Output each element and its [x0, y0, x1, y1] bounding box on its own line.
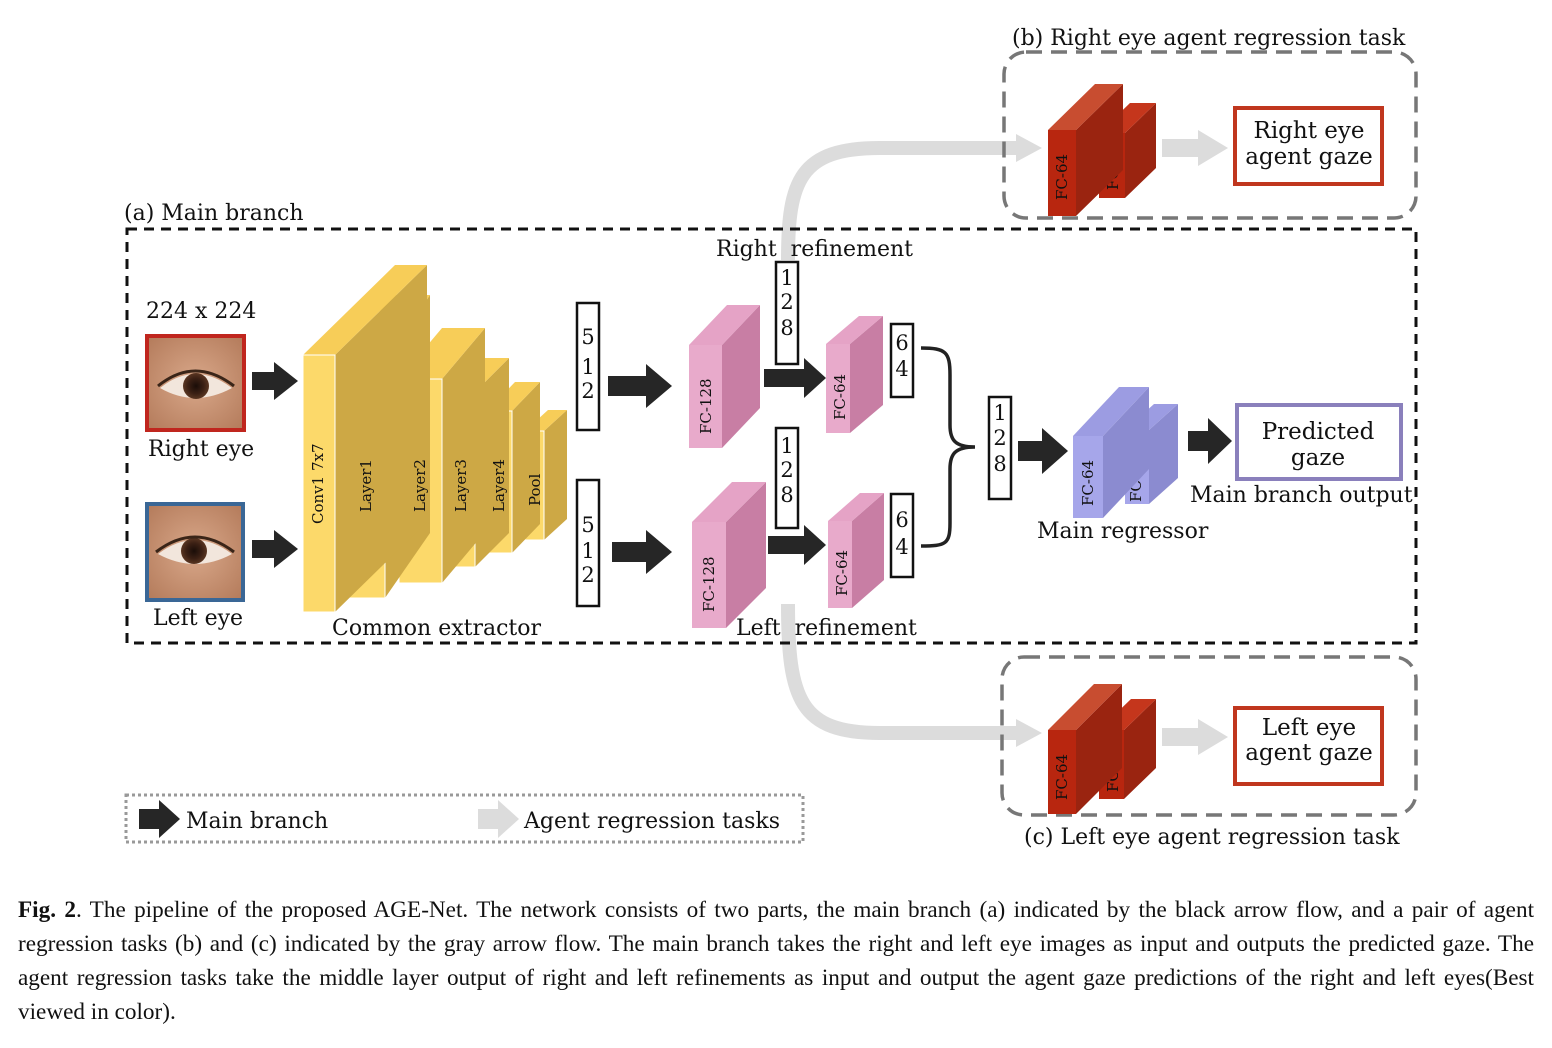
- svg-text:2: 2: [780, 458, 793, 482]
- left-eye-label: Left eye: [153, 606, 243, 631]
- svg-text:agent gaze: agent gaze: [1245, 144, 1373, 170]
- left-agent-gaze-box: Left eye agent gaze: [1233, 706, 1384, 786]
- main-arrow: [1188, 418, 1232, 464]
- svg-text:2: 2: [581, 563, 594, 587]
- svg-text:8: 8: [780, 483, 793, 507]
- fc64-left-agent-block: [1048, 684, 1122, 814]
- svg-text:1: 1: [581, 539, 594, 563]
- svg-text:4: 4: [895, 535, 908, 559]
- right-eye-image: [145, 334, 246, 432]
- input-size-label: 224 x 224: [146, 299, 256, 324]
- age-net-pipeline-diagram: (a) Main branch (b) Right eye agent regr…: [124, 26, 1418, 850]
- extractor-layer-label: Layer1: [357, 459, 375, 512]
- fc128-left-block: [692, 482, 766, 628]
- main-arrow: [252, 362, 298, 400]
- legend: Main branch Agent regression tasks: [124, 793, 805, 844]
- main-arrow: [608, 364, 672, 408]
- vector-512-right: 5 1 2: [575, 301, 601, 432]
- svg-text:5: 5: [581, 325, 594, 349]
- svg-text:5: 5: [581, 513, 594, 537]
- legend-main-branch-arrow: [139, 800, 180, 838]
- fc64-left-refinement-block: [828, 493, 884, 608]
- svg-text:8: 8: [780, 316, 793, 340]
- extractor-layer-label: Layer3: [452, 459, 470, 512]
- extractor-layer-label: Conv1 7x7: [309, 443, 327, 524]
- right-refinement-label: Right refinement: [716, 237, 913, 262]
- svg-text:1: 1: [581, 355, 594, 379]
- legend-agent-tasks-label: Agent regression tasks: [523, 809, 780, 834]
- extractor-layer-label: Pool: [526, 473, 544, 506]
- svg-text:Left eye: Left eye: [1262, 715, 1356, 741]
- main-arrow: [612, 530, 672, 574]
- svg-text:1: 1: [780, 266, 793, 290]
- svg-text:6: 6: [895, 331, 908, 355]
- fc64-label: FC-64: [831, 374, 849, 420]
- vector-128-concat: 1 2 8: [987, 395, 1013, 501]
- panel-c-title: (c) Left eye agent regression task: [1024, 825, 1400, 850]
- svg-text:4: 4: [895, 357, 908, 381]
- svg-text:Predicted: Predicted: [1262, 419, 1375, 445]
- extractor-layer-label: Layer4: [490, 459, 508, 512]
- svg-text:2: 2: [780, 290, 793, 314]
- main-branch-output-label: Main branch output: [1190, 483, 1413, 508]
- svg-text:1: 1: [780, 434, 793, 458]
- vector-64-left: 6 4: [889, 492, 915, 579]
- svg-text:Right eye: Right eye: [1254, 118, 1365, 144]
- fc64-label: FC-64: [833, 550, 851, 596]
- extractor-layer-label: Layer2: [411, 459, 429, 512]
- fc64-label: FC-64: [1079, 460, 1097, 506]
- right-agent-gaze-box: Right eye agent gaze: [1233, 106, 1384, 186]
- fc64-label: FC-64: [1053, 754, 1071, 800]
- panel-b-title: (b) Right eye agent regression task: [1012, 26, 1406, 51]
- concat-brace: [920, 346, 976, 548]
- main-regressor-label: Main regressor: [1037, 519, 1209, 544]
- left-eye-image: [145, 502, 245, 602]
- fc64-label: FC-64: [1053, 154, 1071, 200]
- legend-agent-arrow: [478, 800, 519, 838]
- main-arrow: [252, 530, 298, 568]
- common-extractor-label: Common extractor: [332, 616, 542, 641]
- vector-512-left: 5 1 2: [575, 478, 601, 608]
- vector-64-right: 6 4: [889, 322, 915, 399]
- legend-main-branch-label: Main branch: [186, 809, 328, 834]
- svg-text:8: 8: [993, 452, 1006, 476]
- left-agent-panel: [1000, 655, 1418, 817]
- vector-128-right-refinement: 1 2 8: [774, 260, 800, 366]
- vector-128-left-refinement: 1 2 8: [774, 426, 800, 530]
- fc128-label: FC-128: [697, 378, 715, 434]
- fc128-label: FC-128: [700, 556, 718, 612]
- svg-text:1: 1: [993, 401, 1006, 425]
- main-branch-panel: [125, 227, 1418, 645]
- svg-text:2: 2: [581, 379, 594, 403]
- extractor-block-conv1: [302, 265, 427, 613]
- left-refinement-label: Left refinement: [736, 616, 917, 641]
- svg-text:2: 2: [993, 426, 1006, 450]
- fc64-right-refinement-block: [826, 316, 883, 433]
- svg-text:6: 6: [895, 508, 908, 532]
- panel-a-title: (a) Main branch: [124, 201, 304, 226]
- figure-caption: Fig. 2. The pipeline of the proposed AGE…: [18, 893, 1534, 1029]
- fc64-right-agent-block: [1048, 84, 1123, 216]
- fc64-main-regressor-block: [1073, 387, 1149, 518]
- agent-flow-arrows: [781, 130, 1228, 755]
- figure-label: Fig. 2: [18, 897, 76, 923]
- main-arrow: [1018, 428, 1068, 474]
- right-agent-panel: [1002, 50, 1418, 220]
- fc128-right-block: [689, 305, 760, 448]
- predicted-gaze-box: Predicted gaze: [1235, 403, 1403, 481]
- svg-text:gaze: gaze: [1291, 445, 1345, 471]
- figure-caption-text: . The pipeline of the proposed AGE-Net. …: [18, 897, 1535, 1025]
- right-eye-label: Right eye: [148, 437, 254, 462]
- svg-text:agent gaze: agent gaze: [1245, 740, 1373, 766]
- main-arrow: [764, 358, 826, 398]
- main-arrow: [768, 525, 826, 565]
